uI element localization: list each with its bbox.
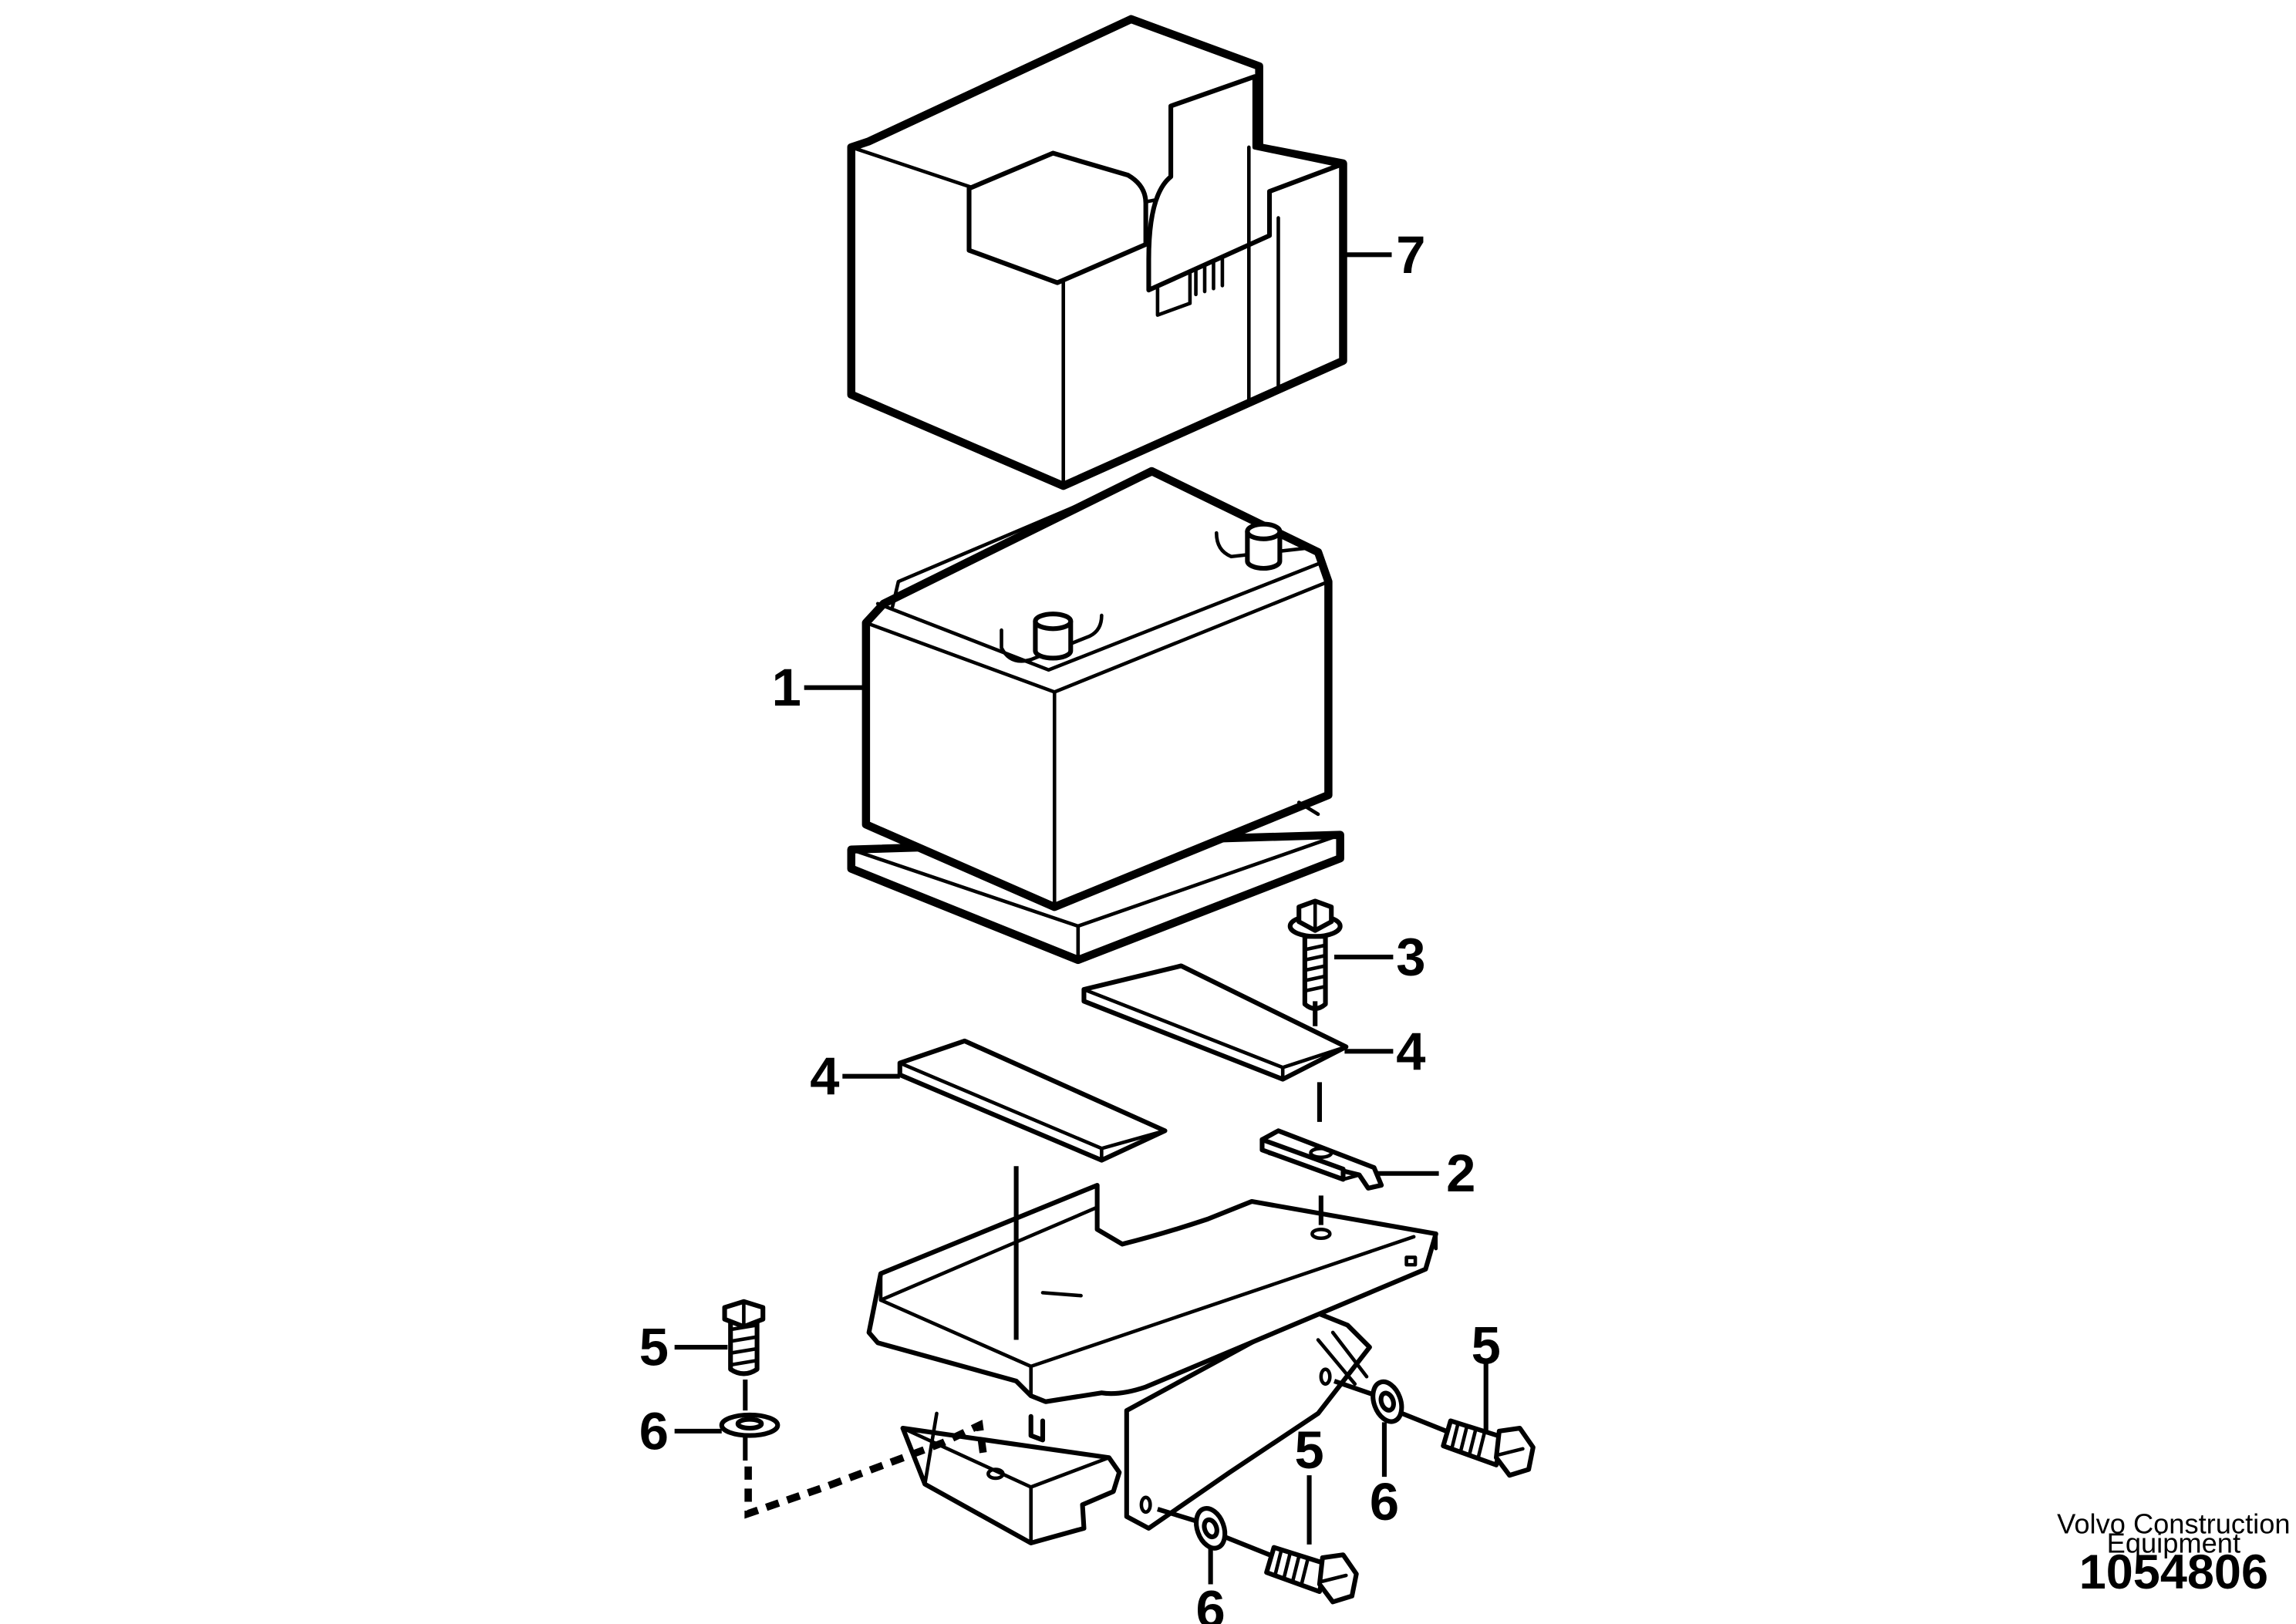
callout-clamp: 2 (1446, 1144, 1475, 1203)
publisher-line-2: Equipment (2107, 1527, 2240, 1558)
document-number: 1054806 (2079, 1545, 2268, 1599)
bolt-left (722, 1299, 766, 1376)
battery (847, 467, 1344, 965)
callout-washer-bottom: 6 (1196, 1579, 1226, 1624)
callout-bolt-bottom: 5 (1294, 1420, 1323, 1480)
assembly-guide-lines (743, 1001, 1448, 1558)
callout-bolt-right: 5 (1472, 1316, 1501, 1376)
leader-lines (674, 252, 1489, 1585)
callout-pad-left: 4 (810, 1046, 839, 1106)
callout-cover: 7 (1396, 225, 1425, 285)
washer-left (719, 1412, 781, 1438)
rubber-pad-right (1081, 963, 1349, 1082)
battery-terminal-front (1033, 612, 1074, 661)
callout-pad-right: 4 (1396, 1022, 1425, 1081)
publisher-line-1: Volvo Construction (2057, 1508, 2290, 1540)
callout-bolt-left: 5 (639, 1318, 669, 1377)
callout-washer-left: 6 (639, 1401, 669, 1461)
battery-tray (866, 1182, 1438, 1546)
callout-clamp-bolt: 3 (1396, 928, 1425, 987)
washer-right (1371, 1379, 1404, 1424)
battery-clamp (1259, 1128, 1384, 1191)
washer-bottom (1194, 1506, 1228, 1551)
battery-terminal-rear (1245, 521, 1283, 571)
bolt-right (1441, 1418, 1536, 1478)
title-block: Volvo Construction Equipment 1054806 (2057, 1508, 2290, 1600)
callout-washer-right: 6 (1370, 1472, 1399, 1531)
callout-battery: 1 (772, 658, 801, 717)
bolt-bottom (1264, 1545, 1359, 1605)
clamp-bolt (1287, 898, 1343, 1011)
rubber-pad-left (897, 1038, 1168, 1163)
callout-labels: 7 1 3 4 4 2 5 6 5 6 5 6 (639, 225, 1501, 1624)
battery-cover (847, 15, 1347, 490)
